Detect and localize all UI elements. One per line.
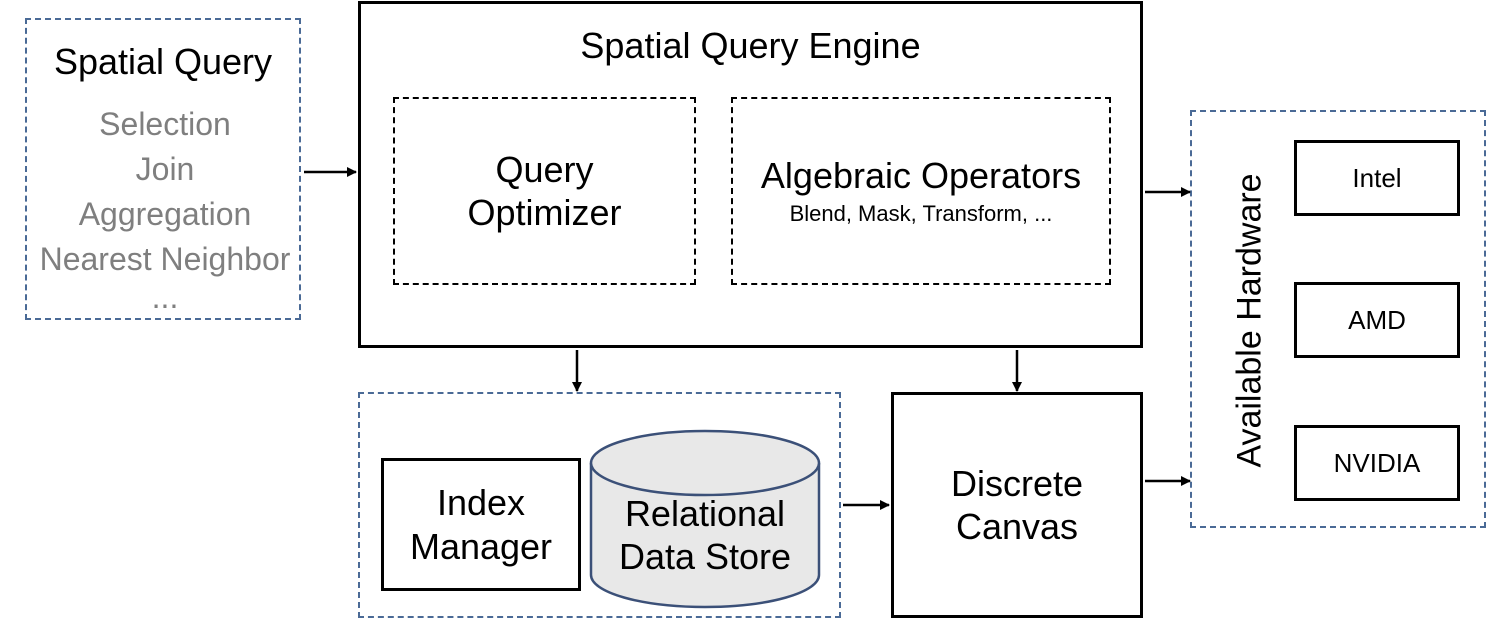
data-store-line1: Relational xyxy=(624,492,786,534)
discrete-canvas-line2: Canvas xyxy=(955,506,1079,547)
index-manager-line2: Manager xyxy=(409,525,553,567)
data-store-label: Relational Data Store xyxy=(592,485,818,585)
query-engine-box: Spatial Query Engine xyxy=(358,1,1143,348)
index-manager-line1: Index xyxy=(436,482,526,524)
query-type-aggregation: Aggregation xyxy=(78,196,252,232)
vendor-amd-box: AMD xyxy=(1294,282,1460,358)
spatial-query-title: Spatial Query xyxy=(53,41,273,82)
vendor-intel-box: Intel xyxy=(1294,140,1460,216)
discrete-canvas-line1: Discrete xyxy=(950,462,1084,504)
data-store-cylinder xyxy=(589,429,821,609)
vendor-intel-label: Intel xyxy=(1352,162,1402,193)
algebraic-operators-box: Algebraic Operators Blend, Mask, Transfo… xyxy=(731,97,1111,285)
algebraic-operators-subtitle: Blend, Mask, Transform, ... xyxy=(789,201,1053,227)
cylinder-top xyxy=(589,429,821,497)
hardware-label: Available Hardware xyxy=(1230,172,1269,468)
vendor-nvidia-label: NVIDIA xyxy=(1333,447,1421,478)
algebraic-operators-title: Algebraic Operators xyxy=(760,155,1082,197)
hardware-panel xyxy=(1190,110,1486,528)
query-type-nearest-neighbor: Nearest Neighbor xyxy=(39,241,291,277)
query-engine-title: Spatial Query Engine xyxy=(580,25,921,66)
hardware-label-wrap: Available Hardware xyxy=(1205,120,1295,520)
spatial-query-list: Selection Join Aggregation Nearest Neigh… xyxy=(27,102,299,315)
vendor-nvidia-box: NVIDIA xyxy=(1294,425,1460,501)
query-optimizer-box: Query Optimizer xyxy=(393,97,696,285)
query-type-ellipsis: ... xyxy=(151,279,179,315)
cylinder-body xyxy=(589,463,821,609)
query-type-join: Join xyxy=(135,151,195,187)
query-optimizer-line2: Optimizer xyxy=(467,192,622,233)
index-manager-box: Index Manager xyxy=(381,458,581,591)
query-type-selection: Selection xyxy=(99,106,231,142)
spatial-query-panel: Spatial Query Selection Join Aggregation… xyxy=(25,18,301,320)
data-store-line2: Data Store xyxy=(618,536,792,577)
query-optimizer-line1: Query xyxy=(495,148,594,190)
storage-panel xyxy=(358,392,841,618)
vendor-amd-label: AMD xyxy=(1348,304,1406,335)
discrete-canvas-box: Discrete Canvas xyxy=(891,392,1143,618)
